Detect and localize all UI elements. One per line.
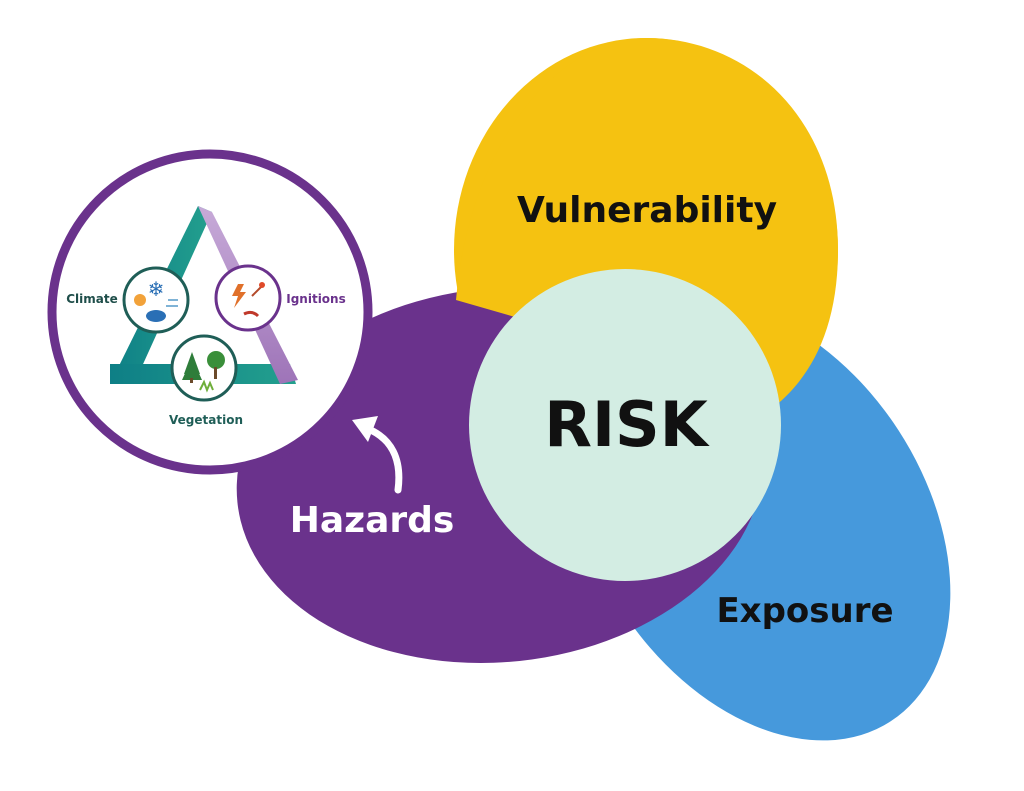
risk-label: RISK: [544, 388, 709, 461]
svg-text:❄: ❄: [148, 277, 165, 301]
ignitions-icon: [214, 264, 282, 332]
climate-icon: ❄: [122, 266, 190, 334]
hazards-label: Hazards: [290, 500, 455, 541]
climate-label: Climate: [66, 292, 118, 306]
exposure-label: Exposure: [716, 591, 893, 631]
ignitions-label: Ignitions: [286, 292, 346, 306]
vegetation-label: Vegetation: [169, 413, 243, 427]
arrow-icon: [352, 416, 403, 494]
vulnerability-label: Vulnerability: [517, 190, 777, 231]
risk-circle: [469, 269, 781, 581]
vegetation-icon: [170, 334, 238, 402]
fire-triangle-inset: ❄ Climate Ignitions Vegetation: [47, 149, 373, 475]
